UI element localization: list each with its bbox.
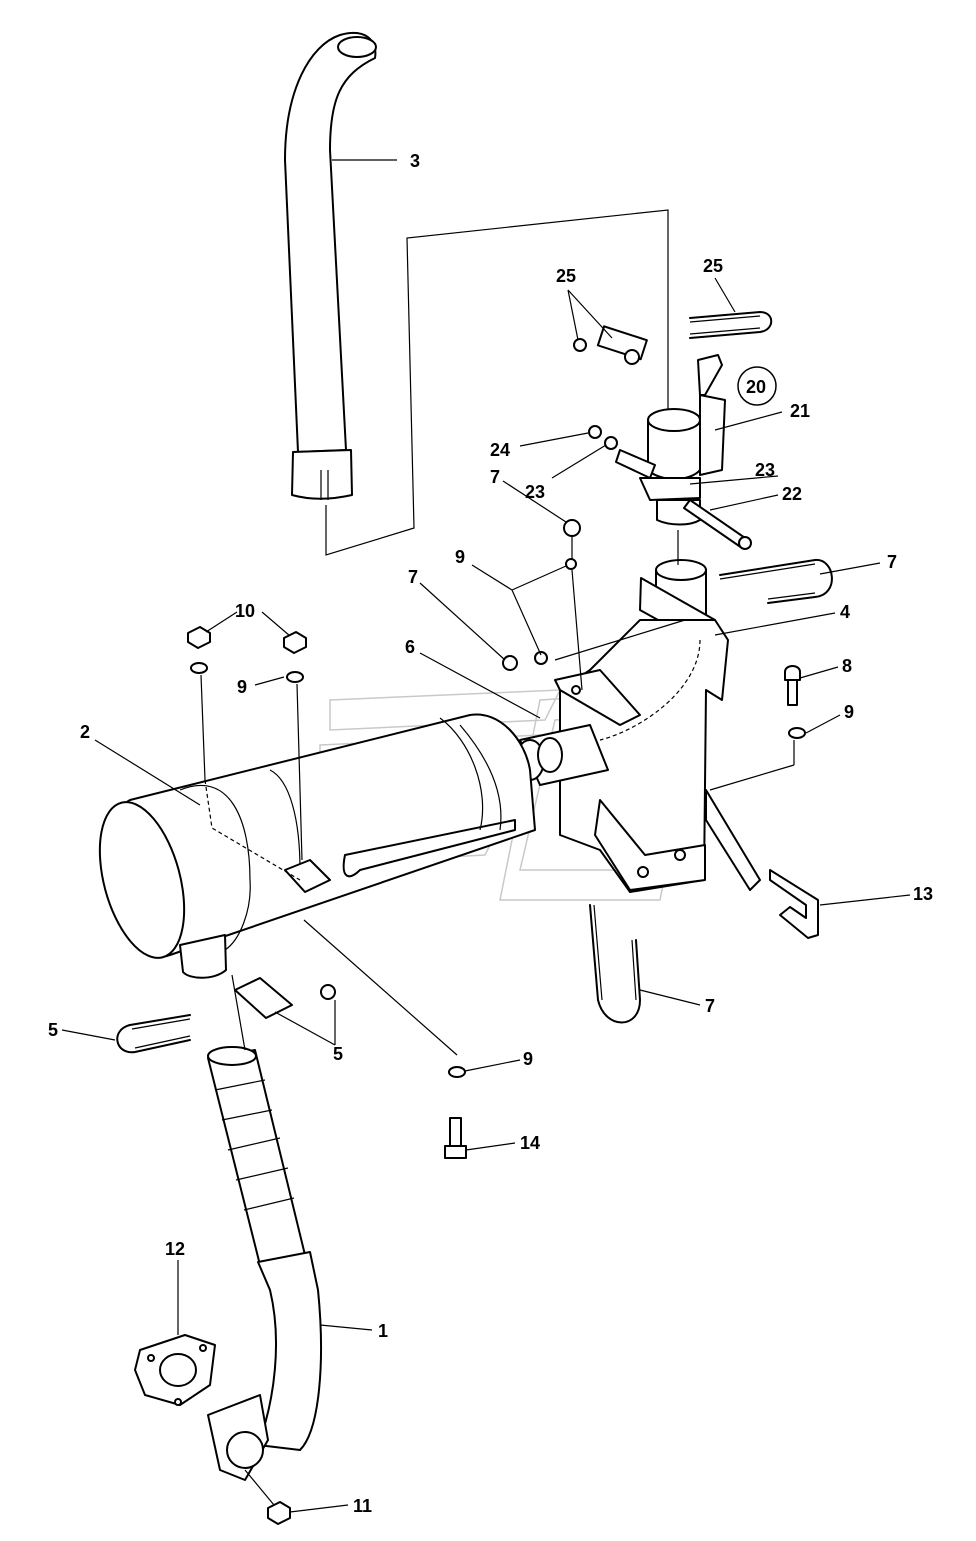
u-bolt-5 (116, 977, 336, 1054)
callout-2: 2 (80, 722, 90, 742)
callout-23-left: 23 (525, 482, 545, 502)
callout-7-top: 7 (490, 467, 500, 487)
callout-9-bottom: 9 (523, 1049, 533, 1069)
clamp-collar (615, 354, 752, 550)
callout-5-right: 5 (333, 1044, 343, 1064)
callout-25-right: 25 (703, 256, 723, 276)
bolt-14 (303, 919, 467, 1159)
clip-13 (769, 869, 819, 939)
callout-7-left: 7 (408, 567, 418, 587)
callout-12: 12 (165, 1239, 185, 1259)
callout-21: 21 (790, 401, 810, 421)
callout-6: 6 (405, 637, 415, 657)
callout-circle-20 (737, 366, 777, 406)
tailpipe (284, 32, 377, 500)
callout-14: 14 (520, 1133, 540, 1153)
callout-4: 4 (840, 602, 850, 622)
u-bolts (502, 558, 833, 1024)
nut-11 (244, 1469, 291, 1525)
flex-pipe-1 (207, 1046, 322, 1481)
callout-5-left: 5 (48, 1020, 58, 1040)
clamp-hardware (563, 311, 773, 570)
callout-23-right: 23 (755, 460, 775, 480)
callout-22: 22 (782, 484, 802, 504)
callout-24: 24 (490, 440, 510, 460)
callout-9-left: 9 (237, 677, 247, 697)
callout-25-left: 25 (556, 266, 576, 286)
callout-13: 13 (913, 884, 933, 904)
callout-1: 1 (378, 1321, 388, 1341)
callout-20: 20 (746, 377, 766, 397)
pipe-flange-6 (515, 724, 609, 786)
callout-labels: 3 25 25 20 21 24 23 23 22 7 7 7 7 9 9 9 … (48, 151, 933, 1516)
callout-10: 10 (235, 601, 255, 621)
callout-leaders (61, 159, 911, 1513)
bolt-8 (784, 665, 806, 739)
callout-7-right: 7 (887, 552, 897, 572)
callout-3: 3 (410, 151, 420, 171)
callout-8: 8 (842, 656, 852, 676)
assembly-line-tailpipe (325, 209, 669, 556)
assembly-lines (231, 530, 795, 1051)
muffler (98, 713, 536, 979)
nuts-washers (187, 626, 307, 881)
callout-9-right: 9 (844, 702, 854, 722)
callout-7-bottom: 7 (705, 996, 715, 1016)
bracket-assembly (554, 559, 761, 893)
callout-9-top: 9 (455, 547, 465, 567)
callout-11: 11 (353, 1496, 372, 1516)
gasket-12 (134, 1334, 216, 1406)
